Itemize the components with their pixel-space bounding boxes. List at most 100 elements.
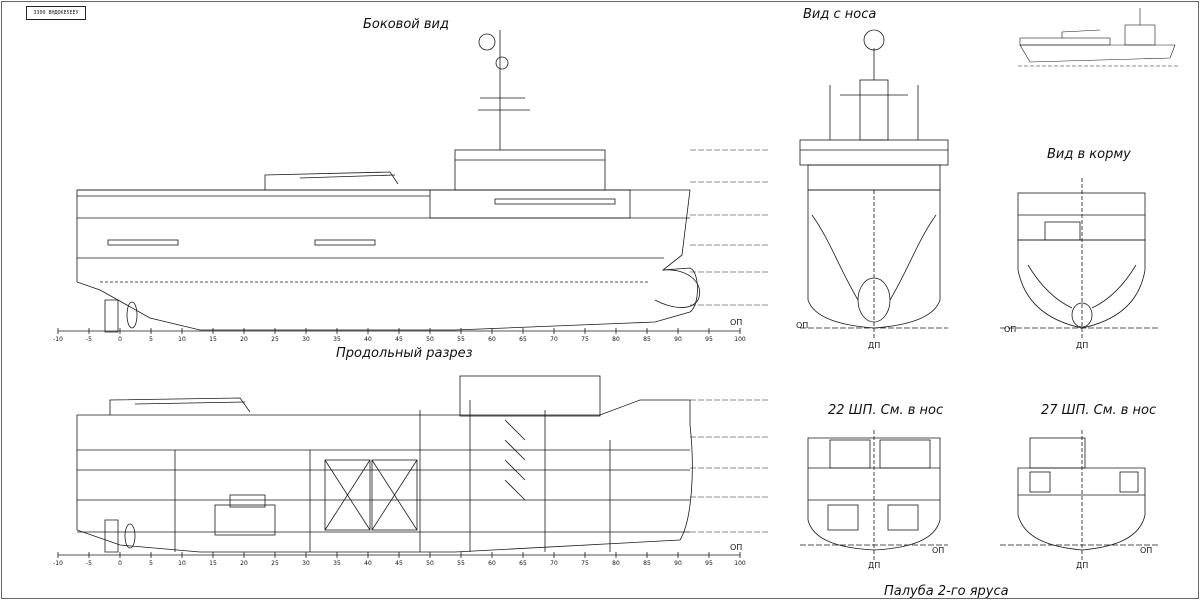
side-scale-label: 0 — [118, 336, 122, 343]
section-scale-label: 15 — [209, 560, 217, 567]
side-scale-label: 25 — [271, 336, 279, 343]
side-scale-label: 65 — [519, 336, 527, 343]
side-scale-label: 85 — [643, 336, 651, 343]
stern-baseline-label: ОП — [1004, 325, 1016, 334]
side-bridge — [454, 149, 606, 191]
side-view — [76, 30, 700, 333]
side-scale-label: 95 — [705, 336, 713, 343]
section-scale-label: 50 — [426, 560, 434, 567]
section-22-hull — [807, 437, 941, 551]
section-27-title: 27 ШП. См. в нос — [1041, 403, 1157, 418]
stern-railing — [1017, 192, 1146, 241]
stern-view-title: Вид в корму — [1047, 147, 1131, 162]
section-27-view — [1000, 430, 1160, 562]
bow-mast — [859, 79, 889, 141]
section-22-centerline-label: ДП — [868, 561, 880, 570]
section-hold-2 — [371, 459, 418, 531]
stern-view — [1000, 178, 1160, 340]
side-scale-label: 70 — [550, 336, 558, 343]
section-22-view — [800, 430, 948, 562]
side-bulb — [654, 269, 700, 308]
section-scale-label: 80 — [612, 560, 620, 567]
section-scale-label: -5 — [86, 560, 92, 567]
side-propeller — [126, 301, 138, 329]
section-22-title: 22 ШП. См. в нос — [828, 403, 944, 418]
section-scale-label: 100 — [734, 560, 746, 567]
side-scale-label: -10 — [53, 336, 63, 343]
section-scale-label: 95 — [705, 560, 713, 567]
section-scale-label: 70 — [550, 560, 558, 567]
side-scale-label: 30 — [302, 336, 310, 343]
side-scale-label: 15 — [209, 336, 217, 343]
section-scale-label: 40 — [364, 560, 372, 567]
side-windows — [107, 198, 616, 246]
section-deckhouse — [459, 375, 601, 417]
side-view-title: Боковой вид — [363, 17, 449, 32]
longitudinal-section-title: Продольный разрез — [336, 346, 473, 361]
section-scale-label: 25 — [271, 560, 279, 567]
bow-baseline-label: ОП — [796, 321, 808, 330]
section-scale-label: 0 — [118, 560, 122, 567]
bow-view — [799, 29, 949, 340]
section-frame-scale: -10 -5 0 5 10 15 20 25 30 35 40 45 50 55 60 65 70 75 80 85 9… — [53, 552, 746, 567]
side-scale-label: 40 — [364, 336, 372, 343]
side-scale-label: 60 — [488, 336, 496, 343]
side-scale-label: 20 — [240, 336, 248, 343]
section-scale-label: 10 — [178, 560, 186, 567]
section-hull — [76, 399, 693, 553]
section-baseline-label: ОП — [730, 543, 742, 552]
side-scale-label: 35 — [333, 336, 341, 343]
side-hull — [76, 189, 698, 331]
section-scale-label: 20 — [240, 560, 248, 567]
drawing-stamp: 3300 ВНДОКЕ5ЕЕУ — [26, 6, 86, 20]
stern-propeller — [1071, 302, 1093, 328]
section-scale-label: 60 — [488, 560, 496, 567]
longitudinal-section — [76, 375, 693, 553]
side-scale-label: 5 — [149, 336, 153, 343]
section-engine — [214, 504, 276, 536]
section-27-deckhouse — [1029, 437, 1086, 469]
side-scale-label: 90 — [674, 336, 682, 343]
bow-superstructure — [807, 164, 941, 191]
section-27-hull — [1017, 467, 1146, 551]
stern-hull — [1017, 239, 1146, 329]
side-scale-label: -5 — [86, 336, 92, 343]
section-scale-label: -10 — [53, 560, 63, 567]
section-scale-label: 30 — [302, 560, 310, 567]
section-scale-label: 65 — [519, 560, 527, 567]
deck-2-title: Палуба 2-го яруса — [884, 584, 1009, 599]
side-scale-label: 100 — [734, 336, 746, 343]
section-scale-label: 45 — [395, 560, 403, 567]
ship-thumbnail — [1018, 8, 1178, 67]
bow-view-title: Вид с носа — [803, 7, 877, 22]
side-crane — [264, 171, 399, 190]
bow-centerline-label: ДП — [868, 341, 880, 350]
section-27-baseline-label: ОП — [1140, 546, 1152, 555]
side-scale-label: 45 — [395, 336, 403, 343]
section-22-baseline-label: ОП — [932, 546, 944, 555]
stern-centerline-label: ДП — [1076, 341, 1088, 350]
section-scale-label: 85 — [643, 560, 651, 567]
side-scale-label: 50 — [426, 336, 434, 343]
side-scale-label: 75 — [581, 336, 589, 343]
side-railing-aft — [77, 189, 430, 197]
section-scale-label: 90 — [674, 560, 682, 567]
section-scale-label: 75 — [581, 560, 589, 567]
section-27-centerline-label: ДП — [1076, 561, 1088, 570]
side-scale-label: 80 — [612, 336, 620, 343]
waterline-marks — [690, 149, 770, 533]
bow-bridge — [799, 139, 949, 166]
section-scale-label: 35 — [333, 560, 341, 567]
side-scale-label: 10 — [178, 336, 186, 343]
section-scale-label: 55 — [457, 560, 465, 567]
section-hold-1 — [324, 459, 371, 531]
side-scale-label: 55 — [457, 336, 465, 343]
side-baseline-label: ОП — [730, 318, 742, 327]
side-rudder — [104, 299, 119, 333]
section-scale-label: 5 — [149, 560, 153, 567]
side-frame-scale: -10 -5 0 5 10 15 20 25 30 35 40 45 50 55 60 65 70 75 80 85 9… — [53, 328, 746, 343]
section-stairs — [504, 419, 526, 501]
